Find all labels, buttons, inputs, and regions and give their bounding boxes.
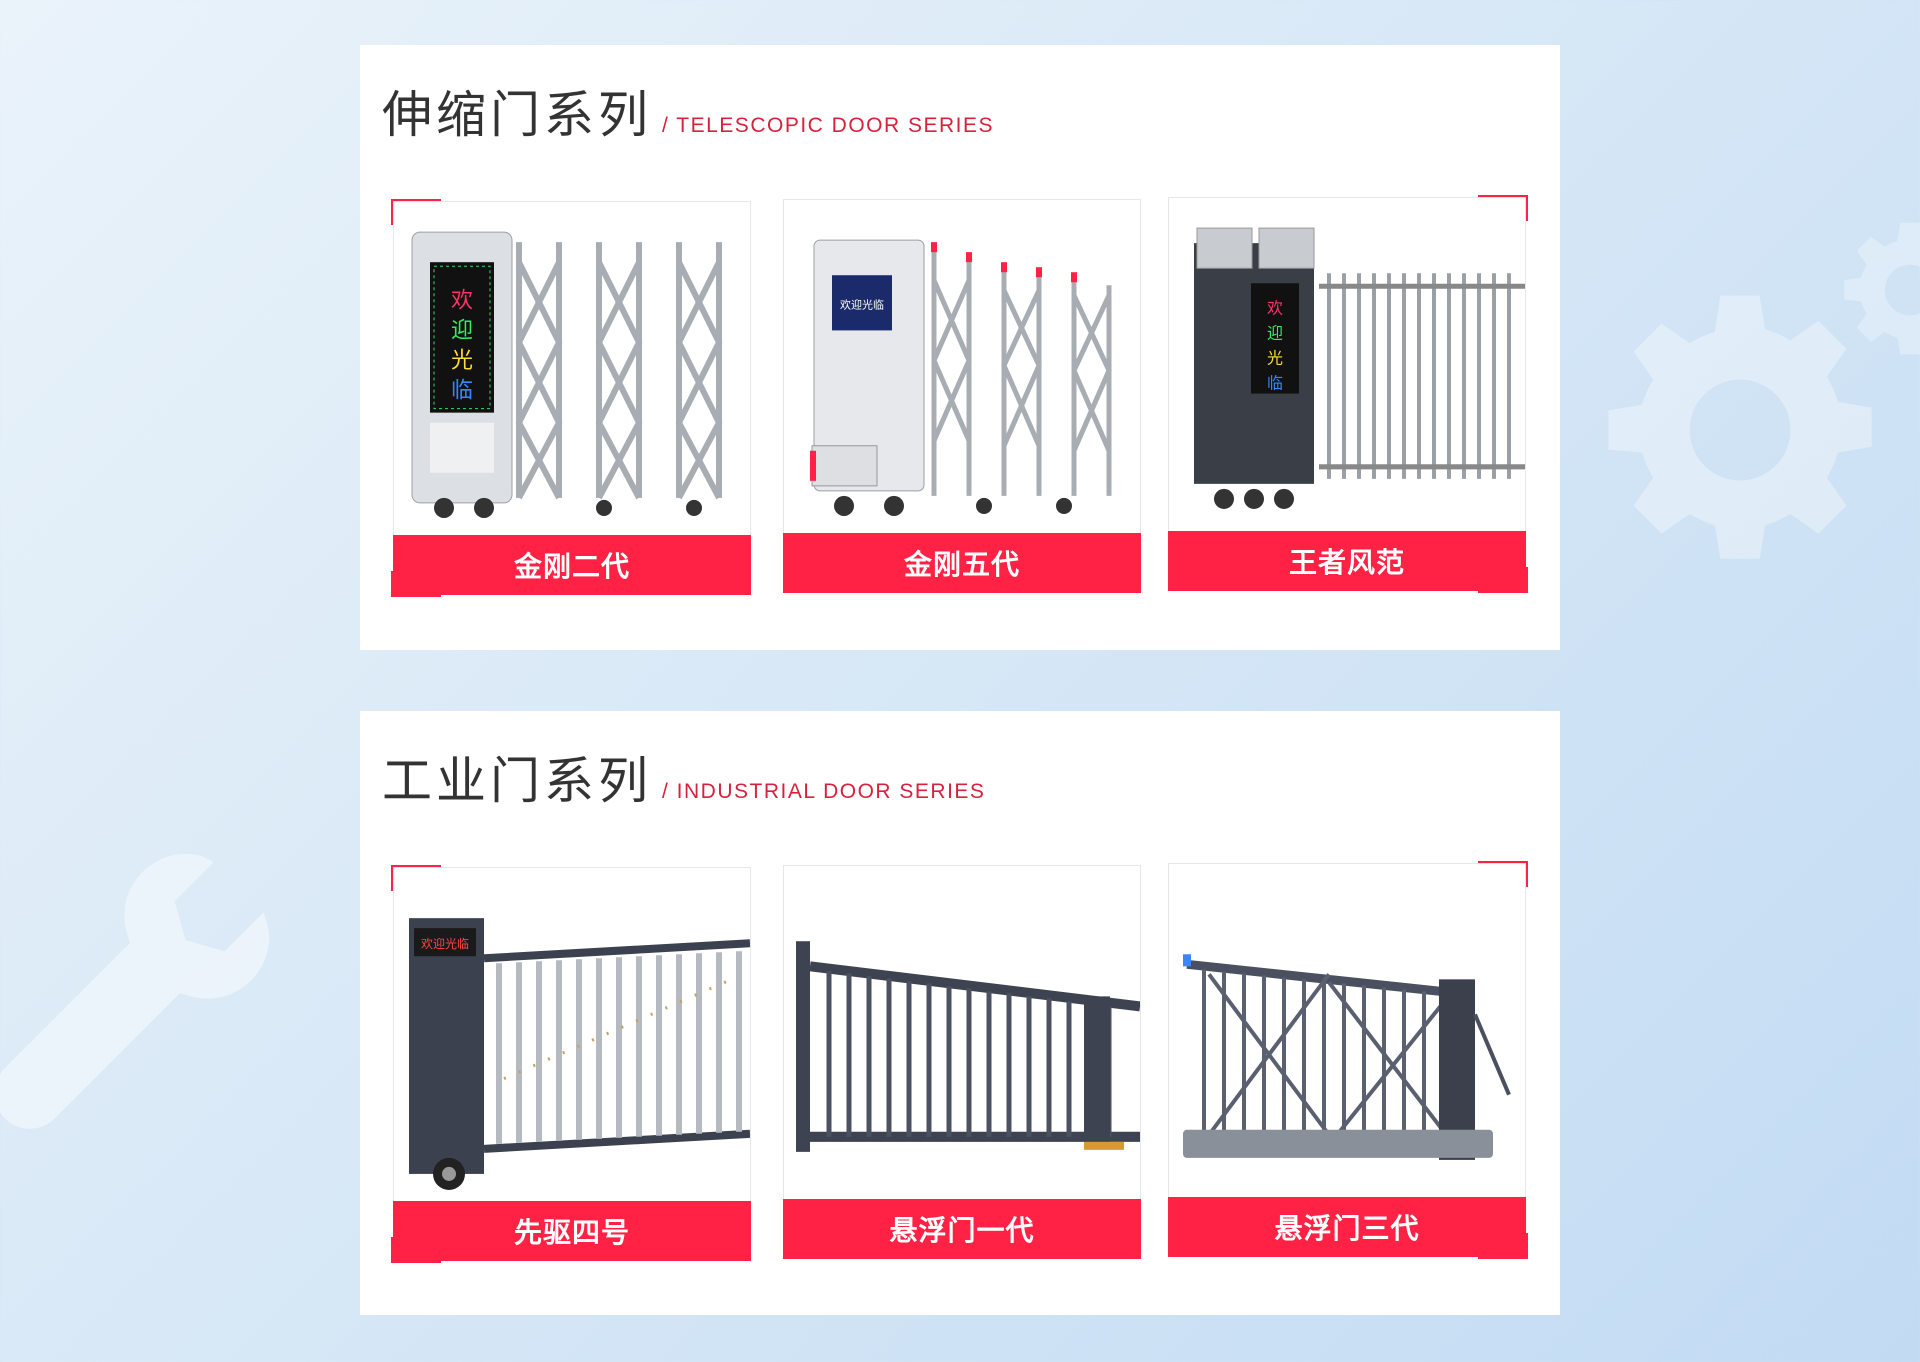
corner-decoration: [1478, 195, 1528, 221]
svg-text:光: 光: [451, 348, 473, 373]
product-card[interactable]: 欢迎光临 先驱四号: [391, 865, 751, 1263]
product-name[interactable]: 金刚二代: [393, 535, 751, 595]
telescopic-gate-image[interactable]: 欢迎光临: [784, 200, 1140, 531]
wrench-icon: [0, 853, 270, 1129]
corner-decoration: [391, 865, 441, 891]
section-title-en: / INDUSTRIAL DOOR SERIES: [662, 780, 986, 803]
gear-icon: [1844, 222, 1920, 355]
corner-decoration: [391, 1237, 441, 1263]
section-title-en: / TELESCOPIC DOOR SERIES: [662, 114, 995, 137]
section-title: 工业门系列 / INDUSTRIAL DOOR SERIES: [382, 741, 985, 813]
telescopic-series-panel: 伸缩门系列 / TELESCOPIC DOOR SERIES 欢 迎 光 临: [360, 45, 1560, 650]
product-card[interactable]: 欢迎光临 金刚五代: [783, 199, 1141, 593]
industrial-series-panel: 工业门系列 / INDUSTRIAL DOOR SERIES 欢迎光临 先驱四号: [360, 711, 1560, 1315]
svg-text:欢迎光临: 欢迎光临: [421, 936, 469, 951]
section-title-cn: 伸缩门系列: [382, 86, 652, 144]
svg-text:临: 临: [451, 379, 473, 404]
svg-text:欢: 欢: [1267, 298, 1283, 317]
section-title-cn: 工业门系列: [382, 752, 652, 810]
svg-text:迎: 迎: [1267, 323, 1283, 342]
telescopic-gate-image[interactable]: 欢 迎 光 临: [394, 202, 750, 533]
gear-icon: [1608, 295, 1872, 559]
industrial-gate-image[interactable]: [1169, 864, 1525, 1195]
product-name[interactable]: 悬浮门一代: [783, 1199, 1141, 1259]
svg-text:欢迎光临: 欢迎光临: [840, 297, 884, 311]
industrial-gate-image[interactable]: 欢迎光临: [394, 868, 750, 1199]
product-name[interactable]: 金刚五代: [783, 533, 1141, 593]
svg-text:临: 临: [1267, 374, 1283, 393]
corner-decoration: [1478, 861, 1528, 887]
product-name[interactable]: 先驱四号: [393, 1201, 751, 1261]
product-name[interactable]: 悬浮门三代: [1168, 1197, 1526, 1257]
telescopic-gate-image[interactable]: 欢 迎 光 临: [1169, 198, 1525, 529]
section-title: 伸缩门系列 / TELESCOPIC DOOR SERIES: [382, 75, 994, 147]
corner-decoration: [391, 199, 441, 225]
product-card[interactable]: 欢 迎 光 临 王者风范: [1168, 195, 1528, 593]
product-card[interactable]: 悬浮门一代: [783, 865, 1141, 1259]
product-card[interactable]: 悬浮门三代: [1168, 861, 1528, 1259]
product-card[interactable]: 欢 迎 光 临 金刚二代: [391, 199, 751, 597]
product-name[interactable]: 王者风范: [1168, 531, 1526, 591]
svg-text:迎: 迎: [451, 318, 473, 343]
svg-text:光: 光: [1267, 348, 1283, 367]
industrial-gate-image[interactable]: [784, 866, 1140, 1197]
corner-decoration: [391, 571, 441, 597]
corner-decoration: [1478, 1233, 1528, 1259]
corner-decoration: [1478, 567, 1528, 593]
svg-text:欢: 欢: [451, 288, 473, 313]
